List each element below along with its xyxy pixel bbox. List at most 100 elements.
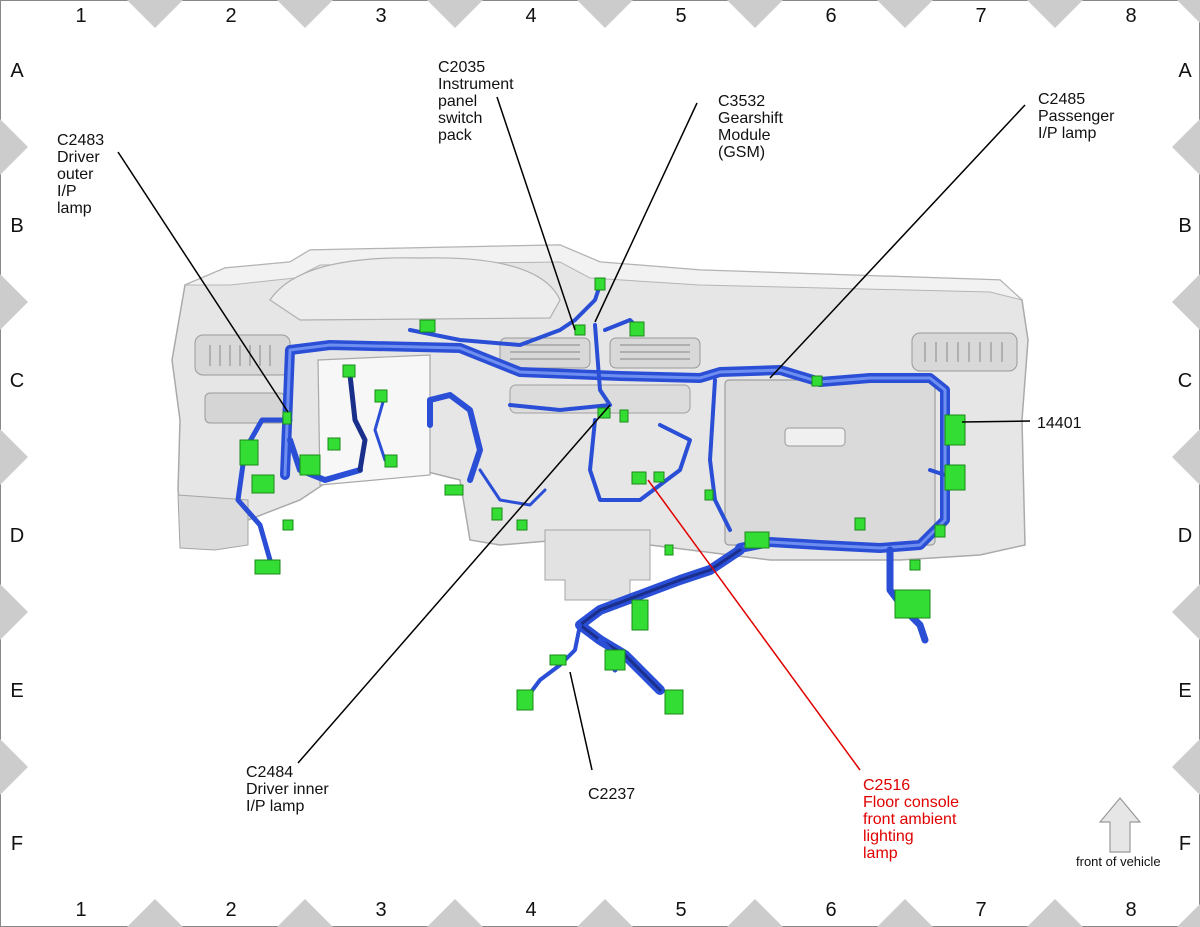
- connector: [894, 589, 931, 619]
- connector: [549, 654, 567, 666]
- connector: [619, 409, 629, 423]
- leader-c3532: [594, 102, 698, 323]
- column-label-top: 6: [825, 5, 836, 27]
- column-label-bottom: 5: [675, 899, 686, 921]
- connector: [854, 517, 866, 531]
- left-vent: [194, 334, 291, 376]
- connector: [944, 464, 966, 491]
- connector: [664, 544, 674, 556]
- left-grid-marker: [0, 429, 28, 485]
- bottom-grid-marker: [727, 899, 783, 927]
- connector: [704, 489, 714, 501]
- connector: [909, 559, 921, 571]
- left-lower-bracket: [177, 494, 249, 551]
- center-vent-right: [609, 337, 701, 369]
- leader-c2483: [117, 151, 289, 413]
- connector: [744, 531, 770, 549]
- callout-c2484: C2484 Driver inner I/P lamp: [246, 764, 333, 815]
- bottom-grid-marker: [1177, 904, 1200, 927]
- column-label-top: 5: [675, 5, 686, 27]
- connector: [444, 484, 464, 496]
- front-arrow-icon: [1098, 797, 1142, 853]
- row-label-left: A: [10, 60, 24, 82]
- right-grid-marker: [1172, 584, 1200, 640]
- connector: [491, 507, 503, 521]
- connector: [629, 321, 645, 337]
- top-grid-marker: [877, 0, 933, 28]
- right-vent: [911, 332, 1018, 372]
- callout-14401: 14401: [1037, 415, 1082, 432]
- left-grid-marker: [0, 119, 28, 175]
- leader-c2035: [496, 96, 576, 331]
- row-label-right: E: [1178, 680, 1191, 702]
- row-label-right: B: [1178, 215, 1191, 237]
- right-grid-marker: [1172, 429, 1200, 485]
- bottom-grid-marker: [1027, 899, 1083, 927]
- right-grid-marker: [1172, 274, 1200, 330]
- floor-harness-core: [578, 548, 742, 692]
- glovebox-stub: [928, 468, 947, 477]
- connector: [282, 519, 294, 531]
- bottom-grid-marker: [877, 899, 933, 927]
- column-label-bottom: 4: [525, 899, 536, 921]
- connector: [944, 414, 966, 446]
- switch-pack-branch: [408, 283, 602, 347]
- top-grid-marker: [577, 0, 633, 28]
- connector: [631, 599, 649, 631]
- column-label-top: 2: [225, 5, 236, 27]
- top-grid-marker: [1027, 0, 1083, 28]
- column-label-top: 7: [975, 5, 986, 27]
- leader-lines: [117, 96, 1031, 771]
- column-label-top: 1: [75, 5, 86, 27]
- row-label-right: F: [1179, 833, 1191, 855]
- instrument-panel: [171, 244, 1029, 601]
- column-label-bottom: 6: [825, 899, 836, 921]
- row-label-right: C: [1178, 370, 1192, 392]
- connector: [384, 454, 398, 468]
- column-label-top: 8: [1125, 5, 1136, 27]
- column-label-top: 4: [525, 5, 536, 27]
- column-label-bottom: 1: [75, 899, 86, 921]
- connector: [516, 519, 528, 531]
- right-vent-slats: [924, 342, 1003, 362]
- center-lower-branch: [478, 468, 547, 507]
- cluster-hood: [269, 257, 561, 321]
- connector: [516, 689, 534, 711]
- top-grid-marker: [1177, 0, 1200, 23]
- column-label-top: 3: [375, 5, 386, 27]
- bottom-grid-marker: [127, 899, 183, 927]
- left-grid-marker: [0, 584, 28, 640]
- connector: [604, 649, 626, 671]
- top-grid-marker: [427, 0, 483, 28]
- row-label-left: F: [11, 833, 23, 855]
- console-branch: [588, 418, 692, 502]
- right-grid-marker: [1172, 119, 1200, 175]
- callout-c2483: C2483 Driver outer I/P lamp: [57, 132, 109, 217]
- connector: [934, 524, 946, 538]
- right-grid-marker: [1172, 739, 1200, 795]
- row-label-right: A: [1178, 60, 1192, 82]
- connector: [327, 437, 341, 451]
- cluster-opening: [317, 354, 431, 486]
- wiring-harness: [235, 283, 950, 702]
- row-label-left: D: [10, 525, 24, 547]
- left-grid-marker: [0, 274, 28, 330]
- callout-c2035: C2035 Instrument panel switch pack: [438, 59, 518, 144]
- passenger-drop: [708, 378, 732, 532]
- connector: [254, 559, 281, 575]
- connectors: [239, 277, 966, 715]
- center-vent-slats: [510, 344, 690, 360]
- column-label-bottom: 3: [375, 899, 386, 921]
- connector: [419, 319, 436, 333]
- top-grid-marker: [277, 0, 333, 28]
- connector: [374, 389, 388, 403]
- cluster-branch: [347, 372, 368, 473]
- row-label-left: E: [10, 680, 23, 702]
- connector: [664, 689, 684, 715]
- bottom-grid-marker: [577, 899, 633, 927]
- front-of-vehicle-label: front of vehicle: [1076, 854, 1161, 869]
- left-branch: [235, 417, 293, 563]
